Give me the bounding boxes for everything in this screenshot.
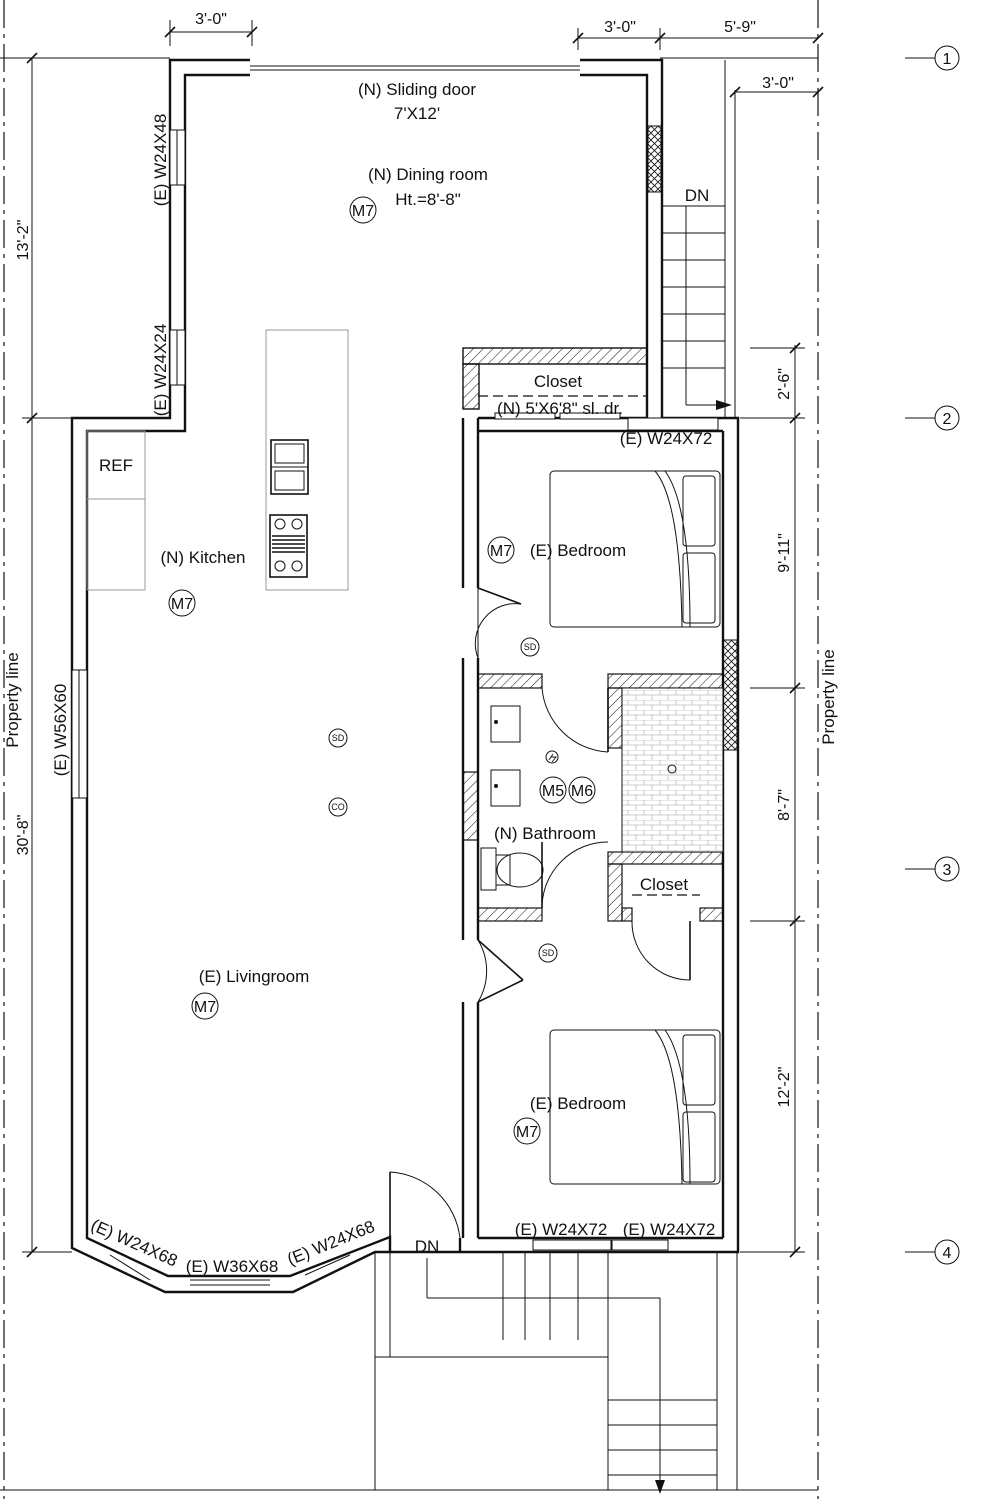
kitchen-counter xyxy=(86,430,146,591)
window-label-bedroom-bottom-1: (E) W24X72 xyxy=(515,1220,608,1239)
dimension-lines: 3'-0" 3'-0" 5'-9" 3'-0" 13'-2" 30'-8" xyxy=(15,11,824,1258)
mech-tags: M7 M7 M7 M7 M7 M5 M6 xyxy=(168,196,596,1145)
dining-room-label: (N) Dining room xyxy=(368,165,488,184)
shower-drain xyxy=(667,764,677,774)
sd-icon-hall: SD xyxy=(524,642,537,652)
dim-right-2: 9'-11" xyxy=(776,533,793,573)
kitchen-island xyxy=(265,329,349,591)
bathroom-vanity xyxy=(480,705,544,891)
grid-marker-2: 2 xyxy=(943,411,952,428)
closet-door-label: (N) 5'X6'8" sl. dr. xyxy=(497,399,623,418)
bed-bottom xyxy=(549,1029,721,1185)
stair-top xyxy=(662,60,736,418)
bathroom-label: (N) Bathroom xyxy=(494,824,596,843)
dim-left-upper: 13'-2" xyxy=(15,220,32,261)
tag-m6: M6 xyxy=(571,783,593,800)
tag-m7-bedroom-bottom: M7 xyxy=(516,1124,538,1141)
dim-top-center: 3'-0" xyxy=(604,19,636,36)
grid-marker-1: 1 xyxy=(943,51,952,68)
co-icon-living: CO xyxy=(331,802,345,812)
dim-right-4: 12'-2" xyxy=(776,1067,793,1108)
window-label-living-left: (E) W56X60 xyxy=(51,684,70,777)
wall-hatch-top xyxy=(647,125,662,193)
closet-bath-label: Closet xyxy=(640,875,688,894)
ref-label: REF xyxy=(99,456,133,475)
bedroom-bottom-label: (E) Bedroom xyxy=(530,1094,626,1113)
window-label-bedroom-bottom-2: (E) W24X72 xyxy=(623,1220,716,1239)
grid-markers: 1 2 3 4 xyxy=(905,45,960,1265)
dim-right-3: 8'-7" xyxy=(776,789,793,821)
property-line-right: Property line xyxy=(819,649,838,744)
interior-walls xyxy=(461,347,724,1238)
dim-left-lower: 30'-8" xyxy=(15,815,32,856)
closet-top-label: Closet xyxy=(534,372,582,391)
dim-right-offset: 3'-0" xyxy=(762,75,794,92)
window-label-bedroom-top: (E) W24X72 xyxy=(620,429,713,448)
dim-right-1: 2'-6" xyxy=(776,368,793,400)
bedroom-doors xyxy=(474,587,524,1003)
bedroom-top-label: (E) Bedroom xyxy=(530,541,626,560)
dim-top-left: 3'-0" xyxy=(195,11,227,28)
bed-top xyxy=(549,470,721,628)
windows-left xyxy=(71,129,186,799)
dining-room-height: Ht.=8'-8" xyxy=(395,190,461,209)
stair-dn-top: DN xyxy=(685,186,710,205)
detectors: SD SD CO SD xyxy=(328,637,559,963)
sliding-door-size: 7'X12' xyxy=(394,104,440,123)
sliding-door-label: (N) Sliding door xyxy=(358,80,476,99)
stair-dn-bottom: DN xyxy=(415,1237,440,1256)
tag-m7-kitchen: M7 xyxy=(171,596,193,613)
tag-m5: M5 xyxy=(542,783,564,800)
tag-m7-dining: M7 xyxy=(352,203,374,220)
sd-icon-living: SD xyxy=(332,733,345,743)
window-label-mid-left: (E) W24X24 xyxy=(151,324,170,417)
livingroom-label: (E) Livingroom xyxy=(199,967,310,986)
shower-tile xyxy=(621,687,724,853)
window-label-bay-center: (E) W36X68 xyxy=(186,1257,279,1276)
tag-m7-bedroom-top: M7 xyxy=(490,543,512,560)
sd-icon-hall-bottom: SD xyxy=(542,948,555,958)
property-line-left: Property line xyxy=(3,652,22,747)
front-door xyxy=(389,1171,461,1239)
stair-bottom xyxy=(0,1251,818,1494)
bedroom-windows xyxy=(532,417,719,1251)
property-lines xyxy=(0,0,819,1499)
tag-m7-living: M7 xyxy=(194,999,216,1016)
grid-marker-3: 3 xyxy=(943,862,952,879)
kitchen-label: (N) Kitchen xyxy=(160,548,245,567)
dim-top-right: 5'-9" xyxy=(724,19,756,36)
exhaust-fan-icon xyxy=(548,753,557,763)
bathroom-doors xyxy=(541,687,691,981)
bay-windows xyxy=(109,1254,351,1286)
window-label-top-left: (E) W24X48 xyxy=(151,114,170,207)
wall-hatch-right xyxy=(722,639,738,751)
grid-marker-4: 4 xyxy=(943,1245,952,1262)
